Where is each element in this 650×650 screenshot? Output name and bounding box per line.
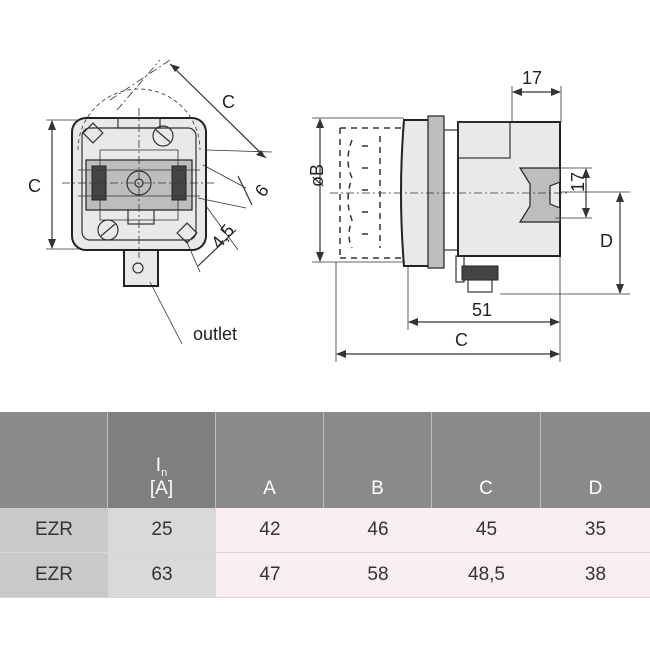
side-view bbox=[330, 115, 570, 293]
front-view bbox=[62, 59, 214, 287]
label-d: D bbox=[600, 231, 613, 251]
dim-c-diagonal bbox=[116, 59, 273, 159]
dim-c-left bbox=[46, 119, 80, 250]
spec-table: In [A] A B C D EZR 25 42 46 45 35 EZR 63… bbox=[0, 412, 650, 598]
label-c-diagonal: C bbox=[222, 92, 235, 112]
header-c: C bbox=[432, 412, 541, 508]
header-a: A bbox=[216, 412, 324, 508]
label-51: 51 bbox=[472, 300, 492, 320]
dim-17-side bbox=[555, 167, 592, 219]
label-17-top: 17 bbox=[522, 68, 542, 88]
dim-c-bottom bbox=[335, 262, 560, 362]
cell-b: 58 bbox=[324, 553, 432, 598]
cell-d: 35 bbox=[541, 508, 650, 553]
cell-a: 47 bbox=[216, 553, 324, 598]
label-c-left: C bbox=[28, 176, 41, 196]
header-in-unit: [A] bbox=[149, 478, 174, 499]
table-row: EZR 63 47 58 48,5 38 bbox=[0, 553, 650, 598]
label-17-side: 17 bbox=[568, 172, 588, 192]
dim-17-top bbox=[511, 86, 562, 122]
header-in-symbol: In bbox=[155, 454, 168, 479]
label-four-five: 4,5 bbox=[207, 220, 238, 252]
dim-four-five bbox=[185, 205, 239, 273]
header-d: D bbox=[541, 412, 650, 508]
cell-d: 38 bbox=[541, 553, 650, 598]
label-c-bottom: C bbox=[455, 330, 468, 350]
dim-six bbox=[197, 164, 253, 209]
cell-in: 63 bbox=[108, 553, 216, 598]
header-b: B bbox=[324, 412, 432, 508]
dim-d bbox=[500, 191, 630, 295]
cell-type: EZR bbox=[0, 508, 108, 553]
cell-a: 42 bbox=[216, 508, 324, 553]
outlet-leader bbox=[149, 281, 183, 345]
cell-b: 46 bbox=[324, 508, 432, 553]
header-rated-current: In [A] bbox=[108, 412, 216, 508]
dim-51 bbox=[407, 256, 561, 362]
table-row: EZR 25 42 46 45 35 bbox=[0, 508, 650, 553]
label-six: 6 bbox=[251, 180, 273, 200]
cell-in: 25 bbox=[108, 508, 216, 553]
cell-c: 48,5 bbox=[432, 553, 541, 598]
label-dia-b: øB bbox=[307, 164, 327, 187]
cell-c: 45 bbox=[432, 508, 541, 553]
label-outlet: outlet bbox=[193, 324, 237, 344]
table-header-row: In [A] A B C D bbox=[0, 412, 650, 508]
technical-drawing: C C 6 4,5 outlet bbox=[28, 59, 630, 362]
dim-dia-b bbox=[312, 117, 404, 263]
header-type bbox=[0, 412, 108, 508]
cell-type: EZR bbox=[0, 553, 108, 598]
